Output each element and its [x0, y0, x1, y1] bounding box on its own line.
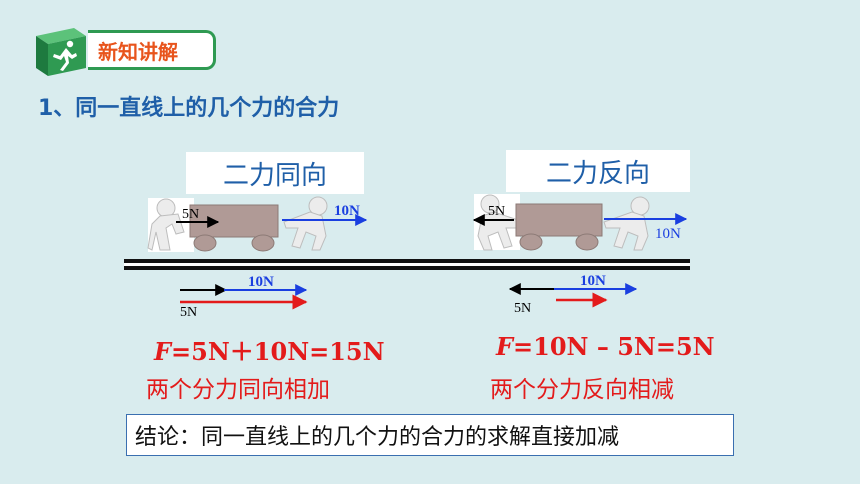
- formula-opposite-direction: F=10N – 5N=5N: [496, 332, 715, 361]
- scene-title-opposite-direction: 二力反向: [506, 150, 690, 192]
- force-label-large: 10N: [334, 203, 360, 219]
- scene-title-same-direction: 二力同向: [186, 152, 364, 194]
- cart-wheel: [519, 233, 543, 251]
- section-heading: 1、同一直线上的几个力的合力: [38, 96, 340, 121]
- white-figure-pushing-icon: [477, 194, 519, 251]
- formula-expression: =10N – 5N=5N: [513, 332, 715, 361]
- section-badge: 新知讲解: [88, 30, 216, 70]
- cart-wheel: [575, 233, 599, 251]
- component-label-small: 5N: [514, 301, 531, 316]
- description-same-direction: 两个分力同向相加: [146, 377, 330, 403]
- component-label-small: 5N: [180, 305, 197, 320]
- force-label-small: 5N: [182, 207, 199, 222]
- white-figure-pushing-icon: [147, 198, 185, 251]
- component-label-large: 10N: [248, 274, 274, 290]
- cart-wheel: [251, 234, 275, 252]
- badge-cube-icon: [36, 28, 86, 76]
- ground-track: [124, 259, 690, 270]
- white-figure-pushing-icon: [283, 196, 328, 251]
- conclusion-box: 结论：同一直线上的几个力的合力的求解直接加减: [126, 414, 734, 456]
- component-label-large: 10N: [580, 273, 606, 289]
- cart-wheel: [193, 234, 217, 252]
- formula-same-direction: F=5N＋10N=15N: [154, 332, 385, 367]
- force-label-large: 10N: [655, 226, 681, 242]
- force-label-small: 5N: [488, 204, 505, 219]
- formula-variable: F: [154, 337, 172, 366]
- formula-variable: F: [496, 332, 514, 361]
- running-person-icon: [53, 40, 77, 71]
- white-figure-pushing-icon: [603, 196, 650, 251]
- cart-body: [515, 203, 603, 237]
- formula-expression: =5N＋10N=15N: [171, 337, 385, 366]
- description-opposite-direction: 两个分力反向相减: [490, 377, 674, 403]
